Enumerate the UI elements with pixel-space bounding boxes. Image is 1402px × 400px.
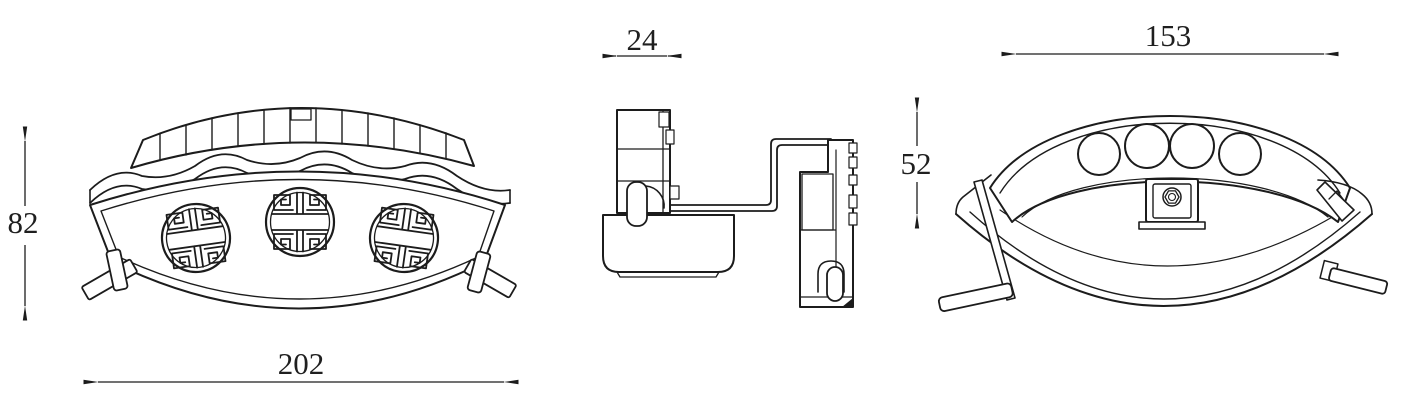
mount-plate-lines xyxy=(799,139,854,301)
mount-plate-tabs xyxy=(848,142,858,226)
dimension-202-label: 202 xyxy=(278,346,325,381)
left-rod xyxy=(937,282,1014,312)
bracket-nut-ring xyxy=(1162,187,1182,207)
right-end-strap xyxy=(1316,181,1355,222)
lamp-hole-1 xyxy=(1077,132,1121,176)
dimension-153-label: 153 xyxy=(1145,18,1192,53)
bracket-nut xyxy=(1164,190,1180,204)
mount-pin xyxy=(826,266,844,302)
left-end-strip xyxy=(973,179,1016,301)
front-view-dimensions: 82 202 xyxy=(8,126,519,385)
right-end-strap-bend xyxy=(1328,190,1344,200)
shell-surface-arc xyxy=(999,209,1345,267)
mount-bracket xyxy=(1138,178,1206,230)
left-end-frame xyxy=(955,174,992,215)
shell-inner-arc xyxy=(969,211,1361,300)
shade-profile xyxy=(602,214,735,273)
back-view-drawing xyxy=(937,115,1389,312)
wave-band-upper xyxy=(89,150,511,192)
side-view-drawing xyxy=(602,109,858,308)
right-end-frame xyxy=(1317,179,1373,215)
lamp-hole-2 xyxy=(1124,123,1170,169)
front-right-clamp xyxy=(466,250,492,294)
head-hinge-curve xyxy=(645,185,665,209)
bracket-arm-inner xyxy=(669,144,832,212)
front-left-clamp xyxy=(105,248,129,292)
medallion-center xyxy=(266,188,334,256)
shade-lip xyxy=(616,271,720,278)
dimension-82-label: 82 xyxy=(8,205,39,240)
dimension-202: 202 xyxy=(83,346,519,385)
bracket-nut-center xyxy=(1167,192,1177,202)
lamp-body-panel-inner xyxy=(100,178,495,300)
front-view-drawing xyxy=(81,107,517,310)
head-block-tab xyxy=(665,129,675,145)
shell-outer-arc xyxy=(955,213,1373,307)
crown-dividers xyxy=(159,107,447,161)
dimension-52: 52 xyxy=(901,97,932,229)
lamp-hole-4 xyxy=(1218,132,1262,176)
top-panel xyxy=(989,115,1351,223)
head-block-notch xyxy=(658,111,670,128)
crown-band xyxy=(130,107,475,169)
crown-keystone xyxy=(290,108,312,121)
back-view-dimensions: 153 xyxy=(1001,18,1339,57)
mount-hook xyxy=(817,260,845,293)
dimension-153: 153 xyxy=(1001,18,1339,57)
side-view-dimensions: 24 52 xyxy=(602,22,932,229)
dimension-24-label: 24 xyxy=(627,22,659,57)
dimension-82: 82 xyxy=(8,126,39,321)
right-rod xyxy=(1328,267,1389,295)
wave-band-endcaps xyxy=(89,189,511,204)
lamp-holes xyxy=(1077,123,1262,176)
head-block-nub xyxy=(669,185,680,200)
mount-plate-foot xyxy=(842,298,853,307)
mount-plate-block xyxy=(801,173,834,231)
lamp-hole-3 xyxy=(1169,123,1215,169)
dimension-24: 24 xyxy=(602,22,682,59)
top-panel-inner-top xyxy=(999,122,1341,194)
bracket-arm xyxy=(669,138,832,206)
dimension-52-label: 52 xyxy=(901,146,932,181)
head-pin xyxy=(626,181,648,227)
